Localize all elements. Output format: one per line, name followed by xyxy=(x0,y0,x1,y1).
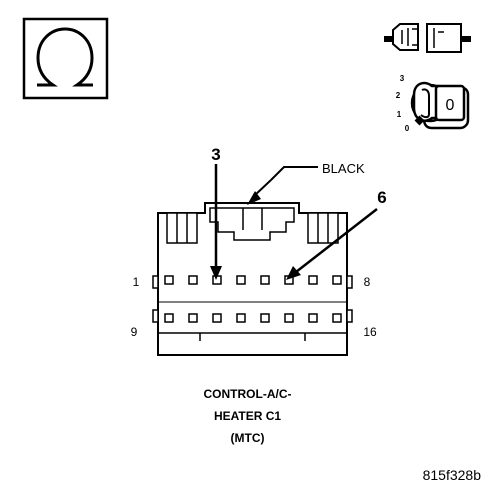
pin-cavity-7 xyxy=(308,275,318,285)
pin-cavity-10 xyxy=(188,313,198,323)
caption-line-2: HEATER C1 xyxy=(213,409,282,423)
ignition-key-icon: 0 3 2 1 0 xyxy=(396,74,470,133)
pin-cavity-11 xyxy=(212,313,222,323)
ignition-key-position: 0 xyxy=(446,97,455,114)
connector-body xyxy=(157,202,348,356)
ignition-position-2: 2 xyxy=(396,91,401,100)
caption-line-1: CONTROL-A/C- xyxy=(203,387,292,401)
ohm-omega-icon xyxy=(36,27,94,87)
pin-cavity-5 xyxy=(260,275,270,285)
disconnected-connector-icon xyxy=(384,23,471,53)
probe-pin-6-arrow xyxy=(295,208,378,273)
pin-cavity-14 xyxy=(284,313,294,323)
row2-last-pin-label: 16 xyxy=(363,325,377,339)
pin-cavity-15 xyxy=(308,313,318,323)
pin-cavity-1 xyxy=(164,275,174,285)
ignition-position-1: 1 xyxy=(397,110,402,119)
row1-last-pin-label: 8 xyxy=(364,275,371,289)
probe-pin-3-label: 3 xyxy=(211,145,220,164)
probe-pin-6-label: 6 xyxy=(377,188,386,207)
pin-cavity-13 xyxy=(260,313,270,323)
ohmmeter-symbol xyxy=(22,17,109,100)
connector-face xyxy=(152,202,353,356)
connector-color-label: BLACK xyxy=(322,161,365,176)
pin-cavity-9 xyxy=(164,313,174,323)
pin-cavity-12 xyxy=(236,313,246,323)
pin-cavity-4 xyxy=(236,275,246,285)
ohmmeter-box xyxy=(22,17,109,100)
color-callout-leader xyxy=(270,166,318,181)
pin-cavity-2 xyxy=(188,275,198,285)
connector-latch xyxy=(209,207,295,241)
row1-first-pin-label: 1 xyxy=(133,275,140,289)
caption-line-3: (MTC) xyxy=(230,431,265,445)
ignition-position-3: 3 xyxy=(400,74,405,83)
pin-cavity-16 xyxy=(332,313,342,323)
figure-id: 815f328b xyxy=(422,467,481,483)
pin-cavity-8 xyxy=(332,275,342,285)
ignition-position-0: 0 xyxy=(405,124,410,133)
row2-first-pin-label: 9 xyxy=(131,325,138,339)
